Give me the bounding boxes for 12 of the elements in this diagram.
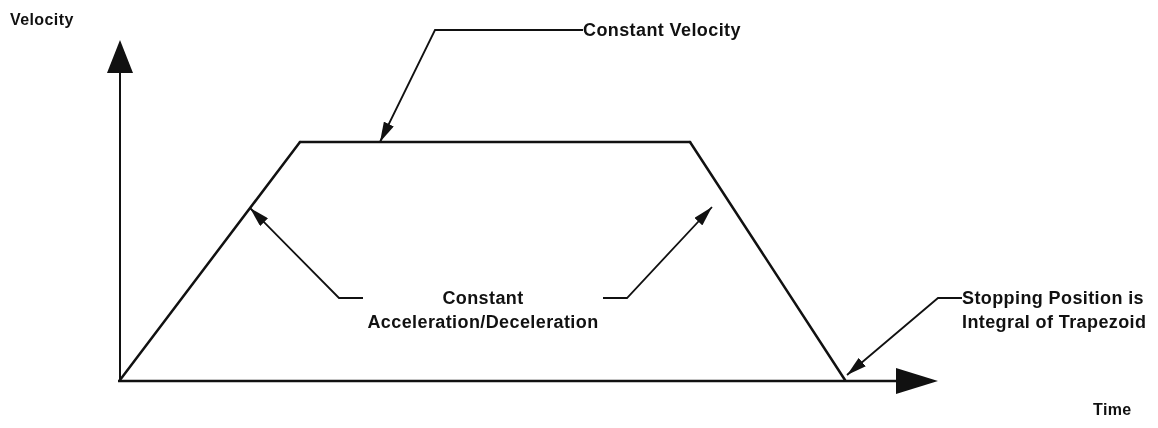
callout-text: Constant Acceleration/Deceleration (366, 287, 600, 334)
leader-line (249, 207, 364, 299)
x-axis-label: Time (1093, 400, 1132, 420)
velocity-profile-segment (298, 140, 692, 144)
leader-line (602, 206, 713, 299)
leader-line (379, 29, 584, 143)
y-axis-label: Velocity (10, 10, 74, 30)
velocity-profile-segment (118, 140, 302, 382)
callout-text: Constant Velocity (583, 19, 741, 42)
velocity-profile-segment (688, 140, 847, 382)
leader-line (846, 297, 963, 376)
callout-text: Stopping Position is Integral of Trapezoid (962, 287, 1148, 334)
